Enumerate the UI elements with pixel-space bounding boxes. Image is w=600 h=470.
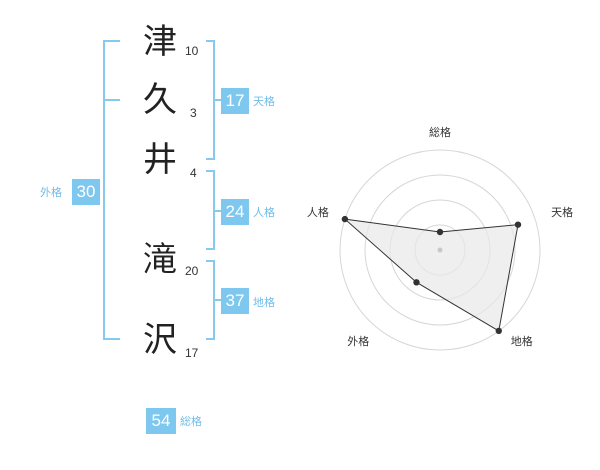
radar-point-2	[514, 221, 522, 228]
radar-point-5	[341, 215, 349, 223]
jinkaku-label: 人格	[253, 206, 275, 219]
given-char-2: 沢	[143, 320, 177, 360]
radar-point-3	[495, 327, 502, 335]
radar-axis-label-4: 外格	[347, 334, 369, 348]
radar-area	[343, 218, 519, 332]
radar-center-dot	[437, 247, 443, 253]
jinkaku-bracket	[206, 170, 215, 250]
surname-strokes-2: 3	[190, 106, 197, 120]
gaikaku-badge: 30	[72, 179, 100, 205]
chikaku-bracket	[206, 260, 215, 340]
radar-axis-label-2: 天格	[551, 205, 573, 219]
jinkaku-badge: 24	[221, 199, 249, 225]
radar-grid-ring-4	[339, 149, 541, 351]
surname-strokes-3: 4	[190, 166, 197, 180]
given-strokes-2: 17	[185, 346, 199, 360]
radar-grid-ring-3	[364, 174, 516, 326]
tenkaku-badge: 17	[221, 88, 249, 114]
chikaku-badge: 37	[221, 288, 249, 314]
given-char-1: 滝	[143, 240, 177, 280]
surname-char-3: 井	[143, 140, 177, 180]
radar-point-1	[436, 228, 444, 236]
gaikaku-bracket	[103, 40, 120, 340]
radar-axis-label-1: 総格	[429, 125, 451, 139]
tenkaku-bracket	[206, 40, 215, 160]
gaikaku-label: 外格	[40, 186, 62, 199]
radar-axis-label-5: 人格	[307, 205, 329, 219]
soukaku-label: 総格	[180, 415, 202, 428]
tenkaku-label: 天格	[253, 95, 275, 108]
surname-strokes-1: 10	[185, 44, 199, 58]
surname-char-2: 久	[143, 80, 177, 120]
given-strokes-1: 20	[185, 264, 199, 278]
surname-char-1: 津	[143, 22, 177, 62]
soukaku-badge: 54	[146, 408, 176, 434]
radar-point-4	[413, 279, 420, 286]
chikaku-label: 地格	[253, 296, 275, 309]
radar-axis-label-3: 地格	[511, 334, 533, 348]
